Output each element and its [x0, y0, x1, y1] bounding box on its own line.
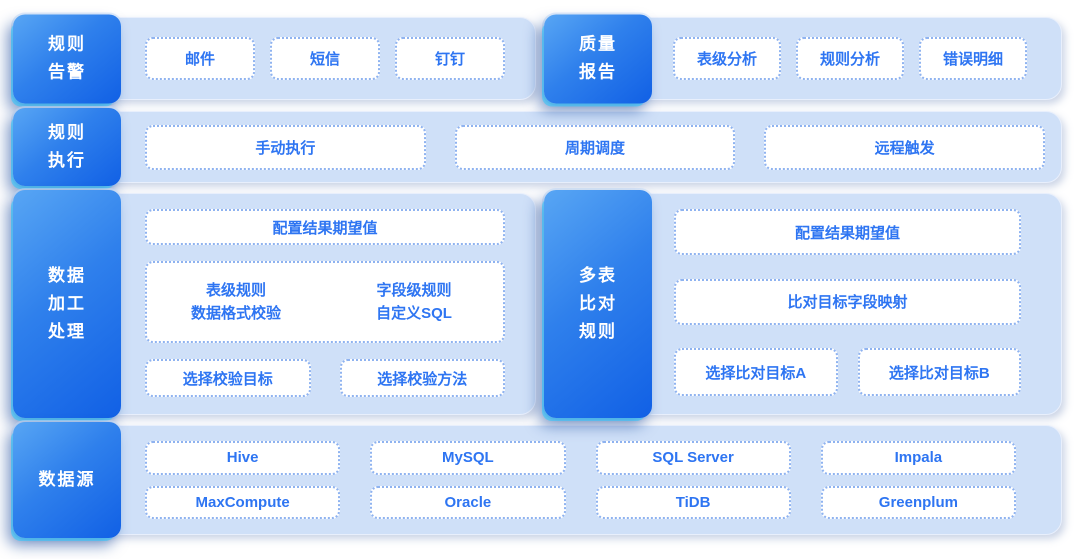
tab-multi-table-compare-line1: 多表: [579, 265, 617, 285]
node-rule-analysis: 规则分析: [796, 37, 904, 80]
panel-rule-alert: 规则 告警 邮件 短信 钉钉: [13, 14, 536, 103]
tab-quality-report-line1: 质量: [579, 34, 617, 54]
table-rule-line2: 数据格式校验: [190, 305, 281, 322]
tab-rule-execution: 规则 执行: [13, 108, 121, 186]
node-select-target: 选择校验目标: [145, 359, 311, 397]
node-periodic-schedule: 周期调度: [454, 124, 736, 170]
panel-rule-execution: 规则 执行 手动执行 周期调度 远程触发: [13, 108, 1062, 186]
node-select-method: 选择校验方法: [339, 359, 505, 397]
tab-rule-execution-line2: 执行: [48, 151, 86, 170]
tab-data-processing-line1: 数据: [48, 265, 86, 285]
node-field-rule: 字段级规则 自定义SQL: [325, 279, 503, 326]
tab-data-source-line1: 数据源: [38, 469, 96, 489]
tab-multi-table-compare-line3: 规则: [579, 322, 617, 342]
panel-data-processing: 数据 加工 处理 配置结果期望值 表级规则 数据格式校验 字段级规则 自定义SQ…: [13, 190, 536, 418]
multi-table-compare-bottom-row: 选择比对目标A 选择比对目标B: [674, 348, 1021, 396]
node-compare-target-a: 选择比对目标A: [674, 348, 838, 396]
node-tidb: TiDB: [595, 485, 791, 519]
tab-data-processing: 数据 加工 处理: [13, 190, 121, 418]
node-expected-value: 配置结果期望值: [145, 209, 505, 245]
node-rule-types: 表级规则 数据格式校验 字段级规则 自定义SQL: [145, 261, 505, 343]
panel-data-source: 数据源 Hive MySQL SQL Server Impala MaxComp…: [13, 422, 1062, 538]
node-field-mapping: 比对目标字段映射: [674, 278, 1021, 325]
table-rule-line1: 表级规则: [205, 281, 266, 299]
multi-table-compare-items: 配置结果期望值 比对目标字段映射 选择比对目标A 选择比对目标B: [674, 209, 1021, 396]
node-dingtalk: 钉钉: [395, 37, 505, 80]
tab-rule-execution-line1: 规则: [48, 122, 86, 142]
node-compare-target-b: 选择比对目标B: [857, 348, 1021, 396]
node-table-rule: 表级规则 数据格式校验: [147, 279, 325, 326]
field-rule-line2: 自定义SQL: [376, 305, 452, 322]
node-sms: 短信: [270, 37, 380, 80]
tab-data-source: 数据源: [13, 422, 121, 538]
tab-rule-alert-line2: 告警: [48, 62, 86, 82]
node-email: 邮件: [145, 37, 255, 80]
node-sqlserver: SQL Server: [595, 441, 791, 475]
data-source-items: Hive MySQL SQL Server Impala MaxCompute …: [145, 441, 1016, 519]
node-error-detail: 错误明细: [919, 37, 1027, 80]
node-hive: Hive: [145, 441, 341, 475]
node-compare-expected-value: 配置结果期望值: [674, 209, 1021, 255]
panel-quality-report: 质量 报告 表级分析 规则分析 错误明细: [544, 14, 1062, 103]
tab-data-processing-line2: 加工: [48, 293, 86, 313]
tab-quality-report-line2: 报告: [579, 62, 617, 82]
node-mysql: MySQL: [370, 441, 566, 475]
data-processing-items: 配置结果期望值 表级规则 数据格式校验 字段级规则 自定义SQL 选择校验目标 …: [145, 209, 505, 397]
rule-alert-items: 邮件 短信 钉钉: [145, 18, 505, 99]
node-impala: Impala: [820, 441, 1016, 475]
tab-data-processing-line3: 处理: [48, 322, 86, 342]
node-maxcompute: MaxCompute: [145, 485, 341, 519]
panel-multi-table-compare: 多表 比对 规则 配置结果期望值 比对目标字段映射 选择比对目标A 选择比对目标…: [544, 190, 1062, 418]
tab-multi-table-compare-line2: 比对: [579, 293, 617, 313]
rule-execution-items: 手动执行 周期调度 远程触发: [145, 112, 1046, 182]
node-manual-execution: 手动执行: [145, 124, 426, 170]
node-oracle: Oracle: [370, 485, 566, 519]
data-processing-bottom-row: 选择校验目标 选择校验方法: [145, 359, 505, 397]
quality-report-items: 表级分析 规则分析 错误明细: [673, 18, 1027, 99]
field-rule-line1: 字段级规则: [376, 281, 452, 299]
tab-rule-alert: 规则 告警: [13, 14, 121, 103]
node-table-analysis: 表级分析: [673, 37, 781, 80]
node-remote-trigger: 远程触发: [764, 124, 1046, 170]
tab-quality-report: 质量 报告: [544, 14, 652, 103]
tab-multi-table-compare: 多表 比对 规则: [544, 190, 652, 418]
node-greenplum: Greenplum: [820, 485, 1016, 519]
tab-rule-alert-line1: 规则: [48, 34, 86, 54]
